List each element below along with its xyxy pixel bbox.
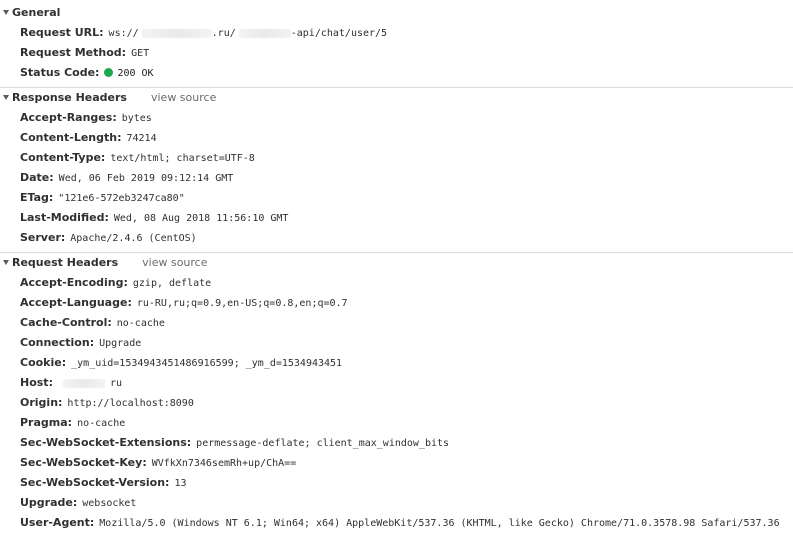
header-value-date[interactable]: Wed, 06 Feb 2019 09:12:14 GMT [58, 173, 234, 184]
header-row-upgrade: Upgrade: websocket [0, 493, 793, 513]
request-method-label: Request Method: [20, 46, 127, 59]
request-headers-title: Request Headers [12, 255, 119, 269]
header-value-user-agent[interactable]: Mozilla/5.0 (Windows NT 6.1; Win64; x64)… [99, 518, 780, 529]
status-code-row: Status Code: 200 OK [0, 63, 793, 83]
response-headers-section: Response Headers view source Accept-Rang… [0, 88, 793, 253]
request-url-value[interactable]: ws:// .ru/ -api/chat/user/5 [109, 28, 388, 39]
header-key-content-length: Content-Length: [20, 131, 122, 144]
header-row-accept-encoding: Accept-Encoding: gzip, deflate [0, 273, 793, 293]
header-row-content-length: Content-Length: 74214 [0, 128, 793, 148]
general-section: General Request URL: ws:// .ru/ -api/chat/u… [0, 3, 793, 88]
header-key-sec-websocket-extensions: Sec-WebSocket-Extensions: [20, 436, 192, 449]
header-value-content-type[interactable]: text/html; charset=UTF-8 [110, 153, 255, 164]
header-key-upgrade: Upgrade: [20, 496, 78, 509]
header-value-etag[interactable]: "121e6-572eb3247ca80" [58, 193, 185, 204]
header-row-connection: Connection: Upgrade [0, 333, 793, 353]
header-value-upgrade[interactable]: websocket [82, 498, 137, 509]
request-method-value[interactable]: GET [131, 48, 150, 59]
header-value-last-modified[interactable]: Wed, 08 Aug 2018 11:56:10 GMT [113, 213, 289, 224]
header-row-content-type: Content-Type: text/html; charset=UTF-8 [0, 148, 793, 168]
header-row-cache-control: Cache-Control: no-cache [0, 313, 793, 333]
header-row-server: Server: Apache/2.4.6 (CentOS) [0, 228, 793, 248]
response-headers-header[interactable]: Response Headers view source [0, 88, 793, 106]
request-view-source-link[interactable]: view source [142, 255, 208, 269]
header-row-sec-websocket-extensions: Sec-WebSocket-Extensions: permessage-defl… [0, 433, 793, 453]
header-key-user-agent: User-Agent: [20, 516, 95, 529]
header-value-sec-websocket-extensions[interactable]: permessage-deflate; client_max_window_bi… [196, 438, 450, 449]
header-key-connection: Connection: [20, 336, 95, 349]
redacted-host-blur [62, 378, 105, 388]
header-row-date: Date: Wed, 06 Feb 2019 09:12:14 GMT [0, 168, 793, 188]
header-value-accept-language[interactable]: ru-RU,ru;q=0.9,en-US;q=0.8,en;q=0.7 [136, 298, 348, 309]
header-row-sec-websocket-version: Sec-WebSocket-Version: 13 [0, 473, 793, 493]
header-key-cache-control: Cache-Control: [20, 316, 112, 329]
status-code-label: Status Code: [20, 66, 100, 79]
header-value-content-length[interactable]: 74214 [126, 133, 157, 144]
header-value-origin[interactable]: http://localhost:8090 [67, 398, 194, 409]
header-key-etag: ETag: [20, 191, 54, 204]
header-key-host: Host: [20, 376, 53, 389]
header-row-last-modified: Last-Modified: Wed, 08 Aug 2018 11:56:10 … [0, 208, 793, 228]
header-key-date: Date: [20, 171, 54, 184]
redacted-path-blur [238, 28, 291, 38]
header-row-origin: Origin: http://localhost:8090 [0, 393, 793, 413]
header-row-user-agent: User-Agent: Mozilla/5.0 (Windows NT 6.1; … [0, 513, 793, 533]
header-key-content-type: Content-Type: [20, 151, 106, 164]
header-value-cache-control[interactable]: no-cache [116, 318, 165, 329]
header-key-sec-websocket-version: Sec-WebSocket-Version: [20, 476, 170, 489]
header-value-server[interactable]: Apache/2.4.6 (CentOS) [70, 233, 197, 244]
header-key-sec-websocket-key: Sec-WebSocket-Key: [20, 456, 147, 469]
header-value-sec-websocket-version[interactable]: 13 [174, 478, 187, 489]
header-row-etag: ETag: "121e6-572eb3247ca80" [0, 188, 793, 208]
general-section-header[interactable]: General [0, 3, 793, 21]
request-url-prefix: ws:// [108, 28, 139, 39]
header-key-pragma: Pragma: [20, 416, 73, 429]
request-url-middle: .ru/ [211, 28, 236, 39]
header-value-cookie[interactable]: _ym_uid=1534943451486916599; _ym_d=15349… [71, 358, 343, 369]
request-url-row: Request URL: ws:// .ru/ -api/chat/user/5 [0, 23, 793, 43]
header-value-host[interactable]: ru [109, 378, 123, 389]
header-row-pragma: Pragma: no-cache [0, 413, 793, 433]
header-key-last-modified: Last-Modified: [20, 211, 109, 224]
green-circle-icon [104, 67, 114, 77]
collapse-triangle-icon[interactable] [3, 10, 9, 15]
header-row-cookie: Cookie: _ym_uid=1534943451486916599; _ym_… [0, 353, 793, 373]
header-value-connection[interactable]: Upgrade [99, 338, 142, 349]
request-headers-section: Request Headers view source Accept-Encod… [0, 253, 793, 537]
header-value-accept-ranges[interactable]: bytes [121, 113, 152, 124]
header-value-sec-websocket-key[interactable]: WVfkXn7346semRh+up/ChA== [151, 458, 297, 469]
header-key-accept-language: Accept-Language: [20, 296, 132, 309]
general-section-title: General [12, 5, 61, 19]
request-method-row: Request Method: GET [0, 43, 793, 63]
header-key-accept-encoding: Accept-Encoding: [20, 276, 128, 289]
header-value-pragma[interactable]: no-cache [77, 418, 126, 429]
header-value-accept-encoding[interactable]: gzip, deflate [132, 278, 212, 289]
header-row-host: Host: ru [0, 373, 793, 393]
header-key-server: Server: [20, 231, 66, 244]
header-row-accept-ranges: Accept-Ranges: bytes [0, 108, 793, 128]
header-row-accept-language: Accept-Language: ru-RU,ru;q=0.9,en-US;q=0… [0, 293, 793, 313]
header-key-cookie: Cookie: [20, 356, 67, 369]
request-url-label: Request URL: [20, 26, 104, 39]
general-rows: Request URL: ws:// .ru/ -api/chat/user/5 Re… [0, 21, 793, 87]
header-key-origin: Origin: [20, 396, 63, 409]
response-headers-title: Response Headers [12, 90, 127, 104]
header-key-accept-ranges: Accept-Ranges: [20, 111, 117, 124]
status-code-value[interactable]: 200 OK [117, 68, 154, 79]
collapse-triangle-icon[interactable] [3, 95, 9, 100]
collapse-triangle-icon[interactable] [3, 260, 9, 265]
request-headers-header[interactable]: Request Headers view source [0, 253, 793, 271]
response-view-source-link[interactable]: view source [150, 90, 217, 104]
request-url-suffix: -api/chat/user/5 [290, 28, 388, 39]
header-row-sec-websocket-key: Sec-WebSocket-Key: WVfkXn7346semRh+up/ChA… [0, 453, 793, 473]
redacted-host-blur [141, 28, 212, 38]
